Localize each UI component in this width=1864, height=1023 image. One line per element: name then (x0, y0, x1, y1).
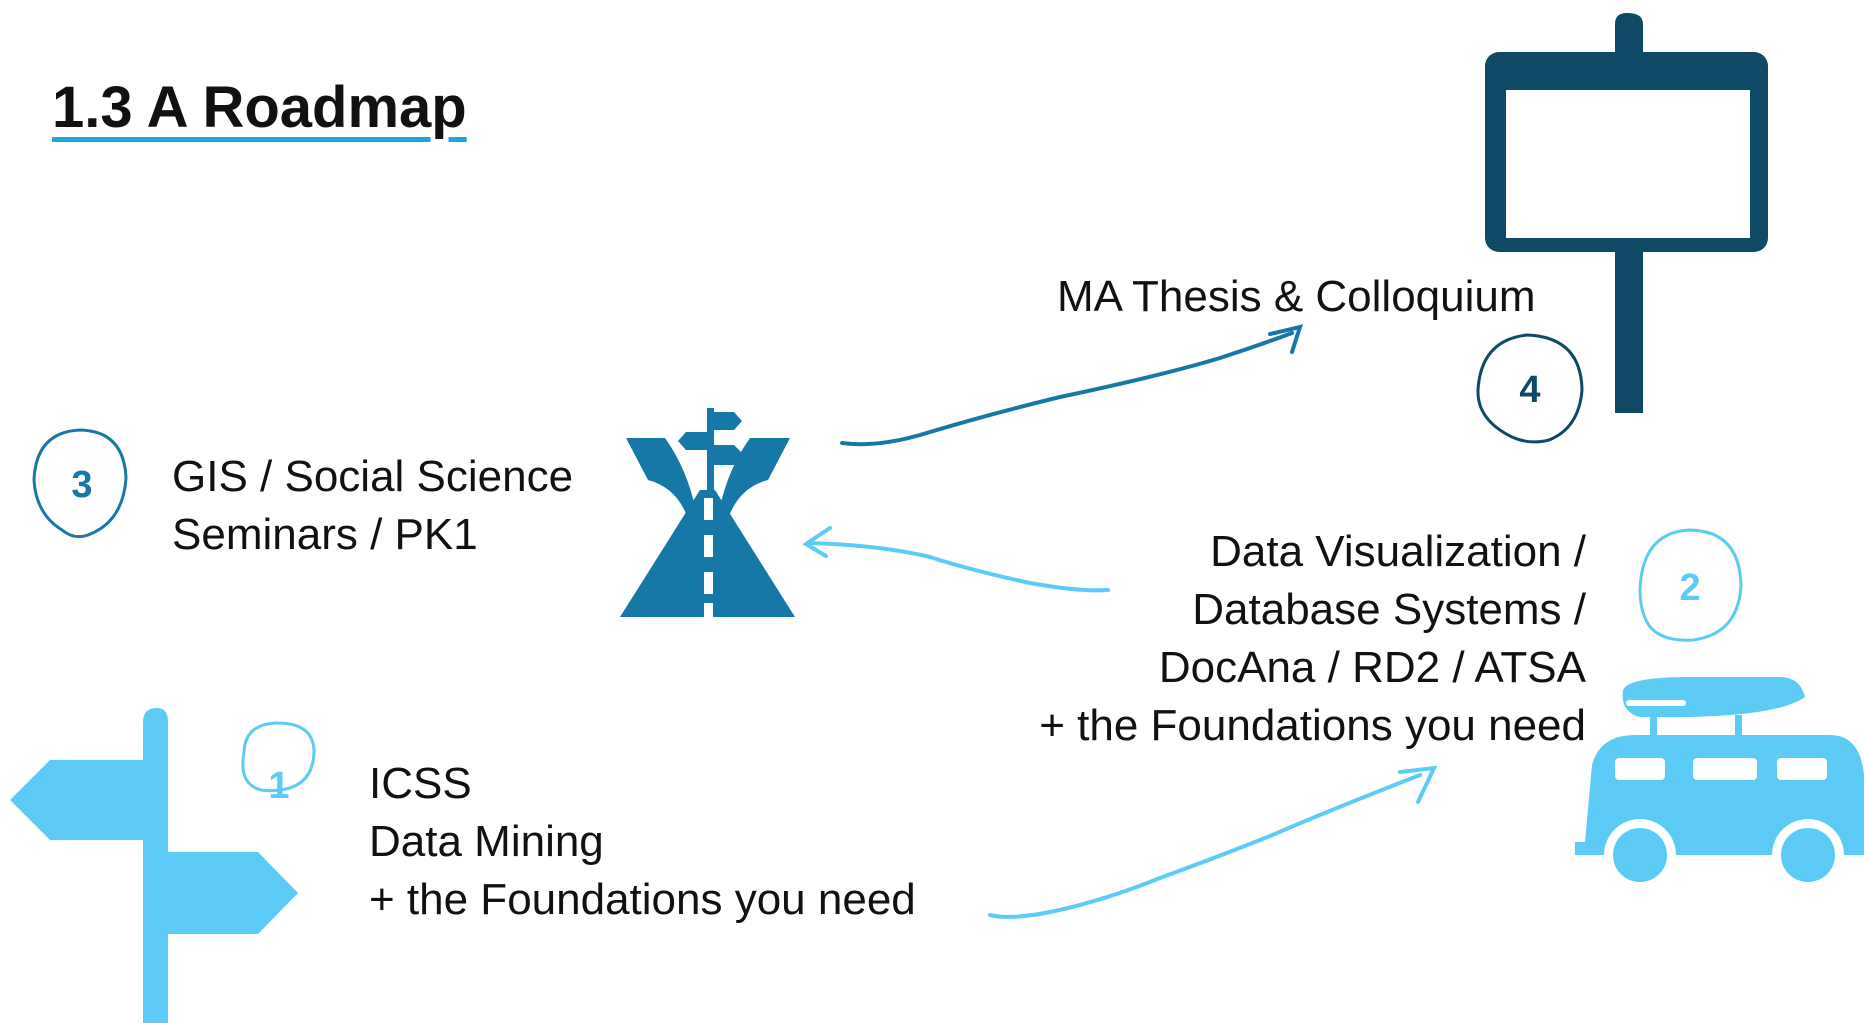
step-circle-3 (32, 428, 128, 539)
step-1-line: ICSS (369, 759, 472, 808)
arrow-step1-to-step2 (988, 765, 1438, 919)
step-4-text: MA Thesis & Colloquium (1057, 268, 1536, 326)
step-number-2: 2 (1679, 567, 1700, 609)
arrow-step2-to-step3 (802, 526, 1110, 593)
step-4-line: MA Thesis & Colloquium (1057, 272, 1536, 321)
crossroads-icon (620, 408, 795, 617)
arrow-step3-to-step4 (840, 324, 1303, 447)
step-number-4: 4 (1519, 369, 1540, 411)
step-2-line: Database Systems / (1192, 585, 1586, 634)
signpost-icon (10, 708, 298, 1023)
camper-van-icon (1575, 677, 1864, 891)
step-number-1: 1 (268, 765, 289, 807)
step-1-line: Data Mining (369, 817, 604, 866)
step-3-text: GIS / Social Science Seminars / PK1 (172, 448, 573, 564)
page-title: 1.3 A Roadmap (52, 75, 467, 140)
step-2-line: + the Foundations you need (1039, 701, 1586, 750)
destination-sign-icon (1485, 13, 1768, 413)
step-circle-4 (1476, 333, 1584, 444)
step-circle-1 (241, 721, 316, 793)
step-2-line: DocAna / RD2 / ATSA (1158, 643, 1586, 692)
step-2-line: Data Visualization / (1210, 527, 1586, 576)
step-2-text: Data Visualization / Database Systems / … (1039, 523, 1586, 755)
step-1-text: ICSS Data Mining + the Foundations you n… (369, 755, 916, 929)
step-circle-2 (1638, 528, 1743, 642)
step-1-line: + the Foundations you need (369, 875, 916, 924)
step-3-line: Seminars / PK1 (172, 510, 478, 559)
step-3-line: GIS / Social Science (172, 452, 574, 501)
step-number-3: 3 (71, 464, 92, 506)
